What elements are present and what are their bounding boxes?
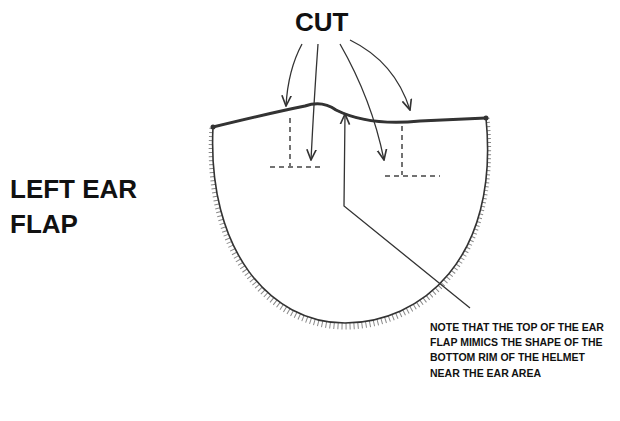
note-text: NOTE THAT THE TOP OF THE EAR FLAP MIMICS… — [430, 320, 612, 381]
corner-dot — [484, 116, 489, 121]
leader-arrow — [311, 44, 318, 160]
cut-line — [385, 126, 440, 176]
leader-arrow — [350, 40, 410, 110]
leader-arrow — [340, 44, 384, 160]
ear-flap-outline — [213, 104, 488, 323]
corner-dot — [211, 125, 216, 130]
note-leader — [344, 114, 470, 308]
part-name: LEFT EAR FLAP — [10, 172, 150, 242]
leader-arrow — [286, 44, 302, 106]
flap-top-edge — [213, 104, 486, 127]
cut-label: CUT — [295, 8, 385, 37]
